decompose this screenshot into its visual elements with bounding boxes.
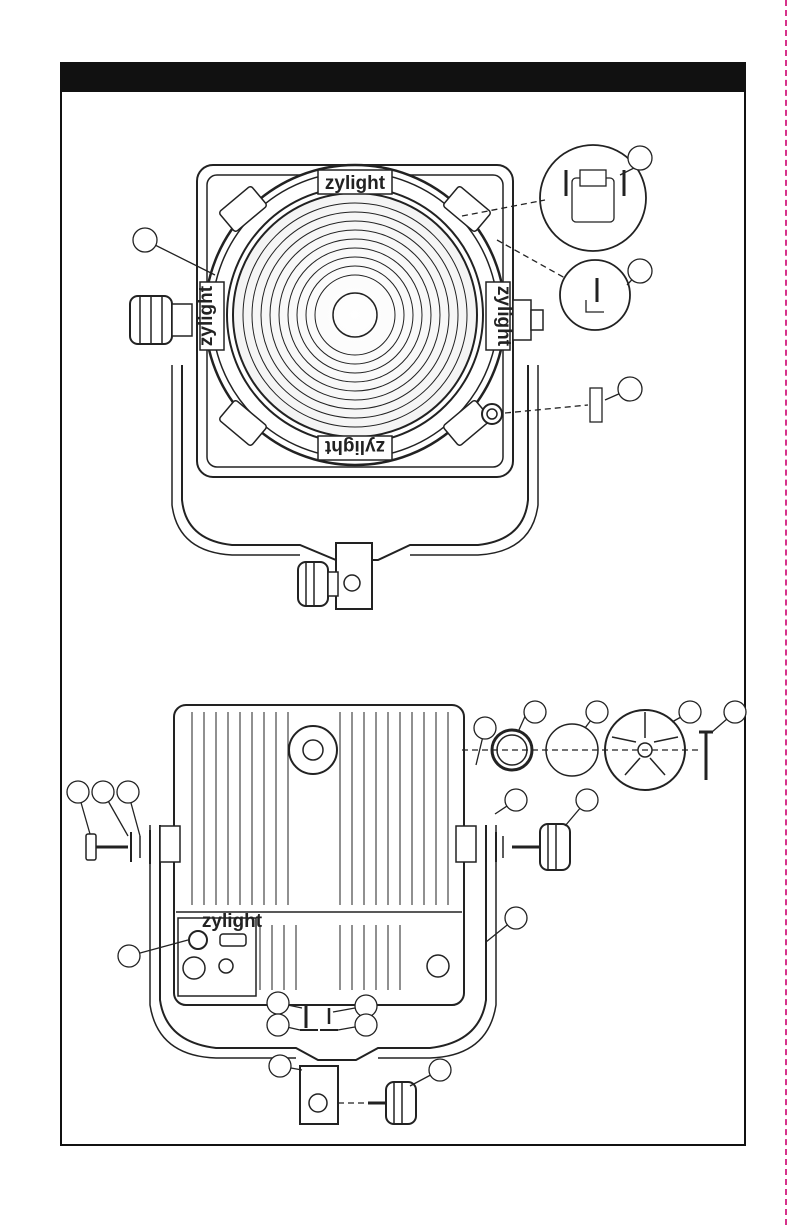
rear-logo: zylight	[202, 911, 263, 932]
front-logo-top: zylight	[325, 173, 386, 194]
hardware-detail-bubble	[560, 260, 630, 330]
front-mount-knob	[298, 562, 338, 606]
power-knob	[189, 931, 207, 949]
fresnel-lens	[233, 193, 477, 437]
lock-pin	[590, 388, 602, 422]
front-logo-left: zylight	[196, 285, 217, 346]
rear-mount-knob	[368, 1082, 416, 1124]
front-view	[130, 165, 543, 609]
rear-mount-block	[300, 1066, 338, 1124]
front-side-knob-left	[130, 296, 192, 344]
rear-view	[86, 705, 713, 1124]
front-logo-bottom: zylight	[324, 436, 385, 457]
front-logo-right: zylight	[493, 286, 514, 347]
